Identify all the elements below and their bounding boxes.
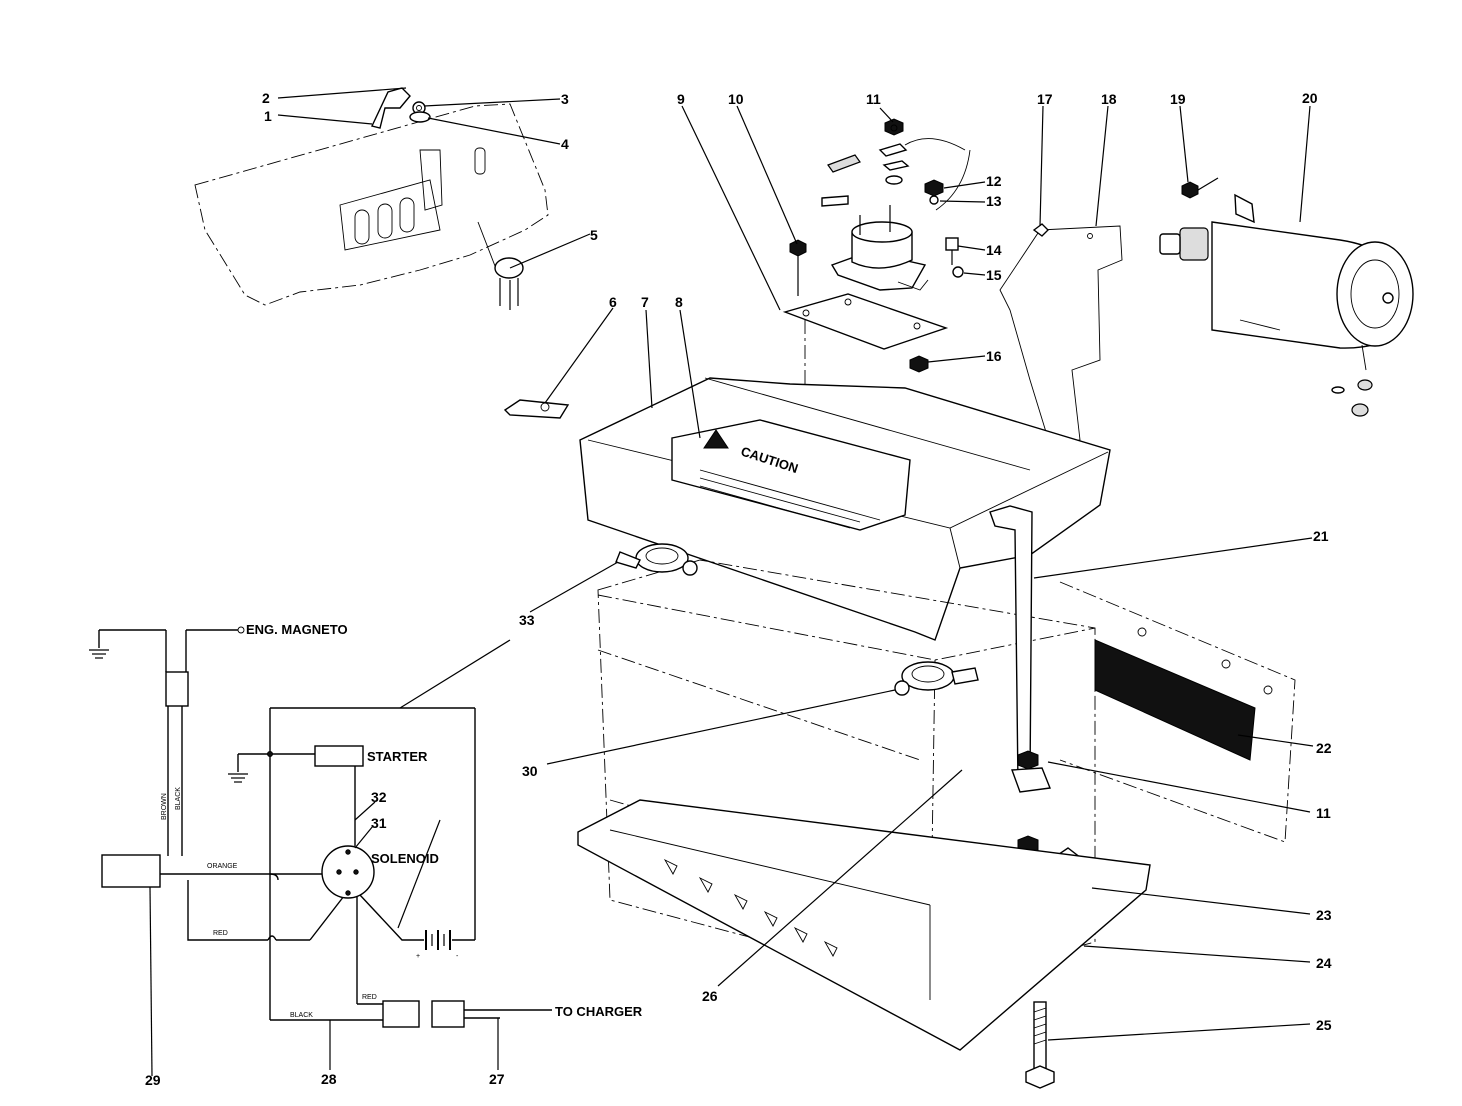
callout-31: 31	[371, 815, 387, 831]
throttle-slots	[354, 147, 486, 245]
key-switch-icon	[477, 221, 524, 310]
callout-10: 10	[728, 91, 744, 107]
battery-tray	[577, 799, 1151, 1051]
console-panel	[194, 87, 549, 310]
leader-lines	[277, 87, 1314, 1041]
callout-22: 22	[1316, 740, 1332, 756]
terminal-clamp-33	[615, 543, 698, 576]
battery-minus-label: -	[456, 953, 459, 960]
callout-20: 20	[1302, 90, 1318, 106]
callout-4: 4	[561, 136, 569, 152]
callout-23: 23	[1316, 907, 1332, 923]
fasteners-icon	[789, 118, 964, 373]
callout-29: 29	[145, 1072, 161, 1088]
wire-label-black-bottom: BLACK	[290, 1012, 313, 1019]
wire-label-red-bottom: RED	[362, 994, 377, 1001]
callout-33: 33	[519, 612, 535, 628]
callout-11-bottom: 11	[1316, 805, 1331, 821]
clip-part	[503, 399, 570, 419]
callout-26: 26	[702, 988, 718, 1004]
terminal-clamp-30	[894, 661, 979, 696]
solenoid-assembly	[782, 118, 971, 450]
callout-25: 25	[1316, 1017, 1332, 1033]
callout-6: 6	[609, 294, 617, 310]
callout-3: 3	[561, 91, 569, 107]
callout-11-top: 11	[866, 91, 881, 107]
callout-5: 5	[590, 227, 598, 243]
wire-label-orange: ORANGE	[207, 863, 238, 870]
to-charger-label: TO CHARGER	[555, 1004, 643, 1019]
wiring-schematic: BROWN BLACK ORANGE RED RED BLACK ENG. MA…	[89, 622, 643, 1077]
wire-label-black: BLACK	[175, 787, 182, 810]
wire-label-red-left: RED	[213, 930, 228, 937]
callout-30: 30	[522, 763, 538, 779]
callout-32: 32	[371, 789, 387, 805]
callout-7: 7	[641, 294, 649, 310]
callout-28: 28	[321, 1071, 337, 1087]
starter-label: STARTER	[367, 749, 428, 764]
eng-magneto-label: ENG. MAGNETO	[246, 622, 348, 637]
callout-8: 8	[675, 294, 683, 310]
tray-vents-icon	[663, 858, 838, 957]
mounting-bracket	[999, 223, 1123, 446]
callout-19: 19	[1170, 91, 1186, 107]
callout-15: 15	[986, 267, 1002, 283]
wire-terminals-icon	[821, 138, 971, 211]
battery-cover: CAUTION	[579, 377, 1111, 641]
starter-terminal-hardware-icon	[1331, 379, 1373, 417]
callout-14: 14	[986, 242, 1002, 258]
callout-18: 18	[1101, 91, 1117, 107]
battery-plus-label: +	[416, 953, 420, 960]
callout-1: 1	[264, 108, 272, 124]
callout-24: 24	[1316, 955, 1332, 971]
callout-13: 13	[986, 193, 1002, 209]
callout-9: 9	[677, 91, 685, 107]
callout-16: 16	[986, 348, 1002, 364]
solenoid-label: SOLENOID	[371, 851, 439, 866]
callout-12: 12	[986, 173, 1002, 189]
callout-numbers: 2 1 3 4 5 6 7 8 9 10 11 12 13 14 15 16 1…	[145, 90, 1332, 1088]
callout-27: 27	[489, 1071, 505, 1087]
callout-21: 21	[1313, 528, 1329, 544]
bracket-icon	[371, 87, 431, 129]
side-panel	[1059, 581, 1296, 843]
wire-label-brown: BROWN	[161, 793, 168, 820]
callout-2: 2	[262, 90, 270, 106]
bolt-part	[1025, 1001, 1055, 1089]
callout-17: 17	[1037, 91, 1053, 107]
starter-motor	[1159, 177, 1414, 417]
